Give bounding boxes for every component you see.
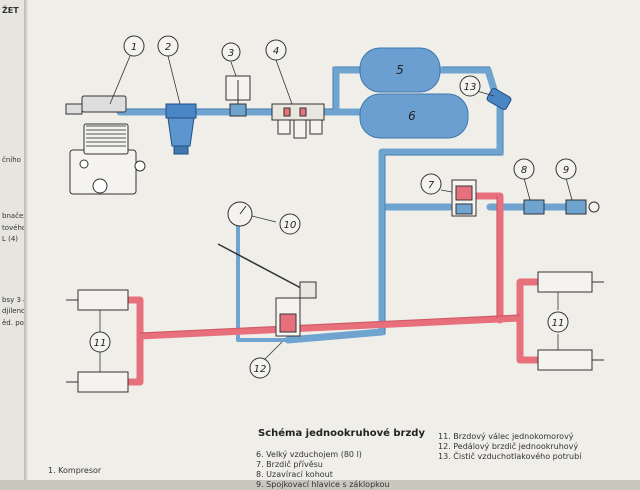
four-circuit-valve xyxy=(271,103,325,139)
callout-number: 10 xyxy=(284,220,297,231)
callout-11-right xyxy=(547,311,569,333)
page-fold xyxy=(24,0,28,480)
callout-13 xyxy=(459,75,481,97)
brake-chamber-left-upper xyxy=(66,289,129,311)
compressor xyxy=(65,95,146,195)
callout-11-left xyxy=(89,331,111,353)
margin-fragment: ěd. po xyxy=(2,319,24,327)
caption-title: Schéma jednookruhové brzdy xyxy=(258,428,425,439)
callout-number: 6 xyxy=(408,109,416,123)
callout-number: 11 xyxy=(94,338,107,349)
air-line-cleaner xyxy=(486,88,512,110)
small-reservoir xyxy=(359,47,441,93)
shut-off-cock xyxy=(523,199,545,215)
margin-fragment: bnačež xyxy=(2,212,27,220)
legend-right: 11. Brzdový válec jednokomorový 12. Pedá… xyxy=(438,432,581,462)
pressure-gauge xyxy=(227,201,253,227)
line-from-reservoir-5-to-cleaner xyxy=(436,66,500,100)
left-brake-line-lower xyxy=(124,332,144,386)
callout-number: 7 xyxy=(428,180,435,191)
margin-fragment: čního xyxy=(2,156,21,164)
callouts xyxy=(89,35,577,379)
legend-left: 1. Kompresor xyxy=(48,466,101,476)
callout-number: 3 xyxy=(228,48,234,59)
brake-lines xyxy=(124,192,542,386)
legend-item: 7. Brzdič přívěsu xyxy=(256,460,323,469)
callout-number: 9 xyxy=(563,165,569,176)
callout-7 xyxy=(420,173,442,195)
pressure-regulator xyxy=(225,75,251,117)
callout-9 xyxy=(555,158,577,180)
left-page-edge: ŽET čního bnačež tového L (4) bsy 3 až d… xyxy=(0,0,31,480)
callout-4 xyxy=(265,39,287,61)
left-brake-line xyxy=(124,296,524,340)
callout-number: 13 xyxy=(464,82,477,93)
trailer-control-valve xyxy=(451,179,477,217)
legend-middle: 6. Velký vzduchojem (80 l) 7. Brzdič pří… xyxy=(256,450,389,490)
callout-number: 5 xyxy=(396,63,404,77)
coupling-head xyxy=(565,199,600,215)
callout-3 xyxy=(221,42,241,62)
callout-2 xyxy=(157,35,179,57)
callout-10 xyxy=(279,213,301,235)
margin-fragment: djileno xyxy=(2,307,26,315)
brake-chamber-right-upper xyxy=(537,271,604,293)
margin-fragment: L (4) xyxy=(2,235,19,243)
brake-system-diagram: 1 2 3 4 5 6 7 8 9 10 11 11 12 13 xyxy=(65,35,604,393)
legend-item: 1. Kompresor xyxy=(48,466,102,475)
line-to-reservoir-5 xyxy=(332,66,364,116)
legend-item: 12. Pedálový brzdič jednookruhový xyxy=(438,442,579,451)
callout-number: 11 xyxy=(552,318,565,329)
legend-item: 8. Uzavírací kohout xyxy=(256,470,333,479)
legend-item: 9. Spojkovací hlavice s záklopkou xyxy=(256,480,390,489)
callout-12 xyxy=(249,357,271,379)
callout-number: 1 xyxy=(131,42,137,53)
right-brake-line-lower xyxy=(516,314,542,364)
legend-item: 11. Brzdový válec jednokomorový xyxy=(438,432,574,441)
callout-number: 4 xyxy=(273,46,279,57)
legend-item: 6. Velký vzduchojem (80 l) xyxy=(256,450,362,459)
water-separator xyxy=(165,103,197,155)
large-reservoir xyxy=(359,93,469,139)
margin-fragment: tového xyxy=(2,224,27,232)
margin-fragment: ŽET xyxy=(2,6,19,15)
gauge-feed-line xyxy=(236,222,290,342)
line-cleaner-down xyxy=(284,104,504,344)
right-brake-line xyxy=(516,278,542,322)
margin-fragment: bsy 3 až xyxy=(2,296,32,304)
callout-number: 12 xyxy=(254,364,267,375)
callout-1 xyxy=(123,35,145,57)
callout-8 xyxy=(513,158,535,180)
legend-item: 13. Čistič vzduchotlakového potrubí xyxy=(438,452,582,461)
callout-number: 2 xyxy=(165,42,171,53)
brake-chamber-right-lower xyxy=(537,349,604,371)
brake-chamber-left-lower xyxy=(66,371,129,393)
callout-number: 8 xyxy=(521,165,527,176)
brake-pedal-valve xyxy=(217,243,317,337)
trailer-brake-branch xyxy=(470,192,504,324)
